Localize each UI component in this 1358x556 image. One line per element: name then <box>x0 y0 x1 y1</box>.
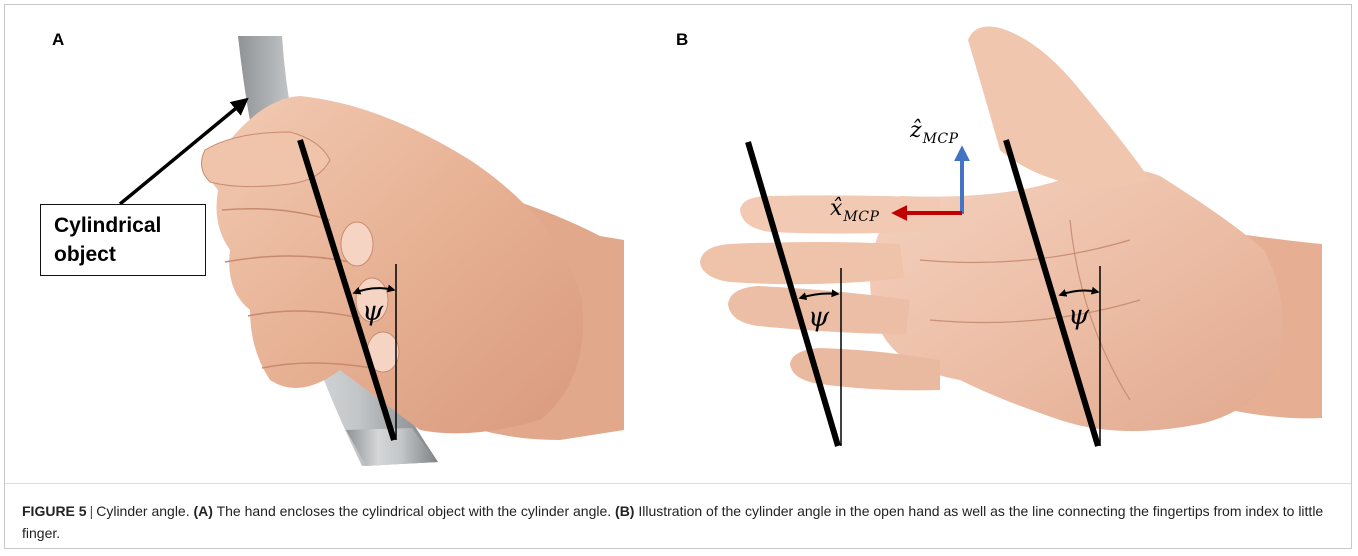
caption-title: Cylinder angle. <box>96 503 189 519</box>
callout-line-2: object <box>54 240 205 269</box>
caption-separator: | <box>90 503 94 519</box>
caption-b-marker: (B) <box>615 503 634 519</box>
caption-a-text: The hand encloses the cylindrical object… <box>217 503 612 519</box>
caption-divider <box>5 483 1351 484</box>
x-mcp-label: x̂MCP <box>830 196 879 221</box>
panel-a-photo <box>201 36 624 466</box>
callout-line-1: Cylindrical <box>54 211 205 240</box>
x-mcp-subscript: MCP <box>843 209 879 225</box>
psi-label-b-left: ψ <box>808 302 829 333</box>
z-mcp-symbol: ẑ <box>910 118 922 143</box>
z-mcp-label: ẑMCP <box>910 118 959 143</box>
thumb-b <box>968 27 1150 188</box>
caption-a-marker: (A) <box>194 503 213 519</box>
psi-label-a: ψ <box>362 296 383 327</box>
caption-figure-number: FIGURE 5 <box>22 503 87 519</box>
panel-b-photo <box>700 27 1322 432</box>
callout-box: Cylindrical object <box>40 204 206 276</box>
psi-label-b-right: ψ <box>1068 300 1089 331</box>
figure-caption: FIGURE 5|Cylinder angle. (A) The hand en… <box>22 500 1342 544</box>
panel-label-a: A <box>52 30 64 50</box>
z-mcp-subscript: MCP <box>923 131 959 147</box>
panel-label-b: B <box>676 30 688 50</box>
x-mcp-symbol: x̂ <box>830 196 842 221</box>
middle-finger-b <box>700 242 904 284</box>
